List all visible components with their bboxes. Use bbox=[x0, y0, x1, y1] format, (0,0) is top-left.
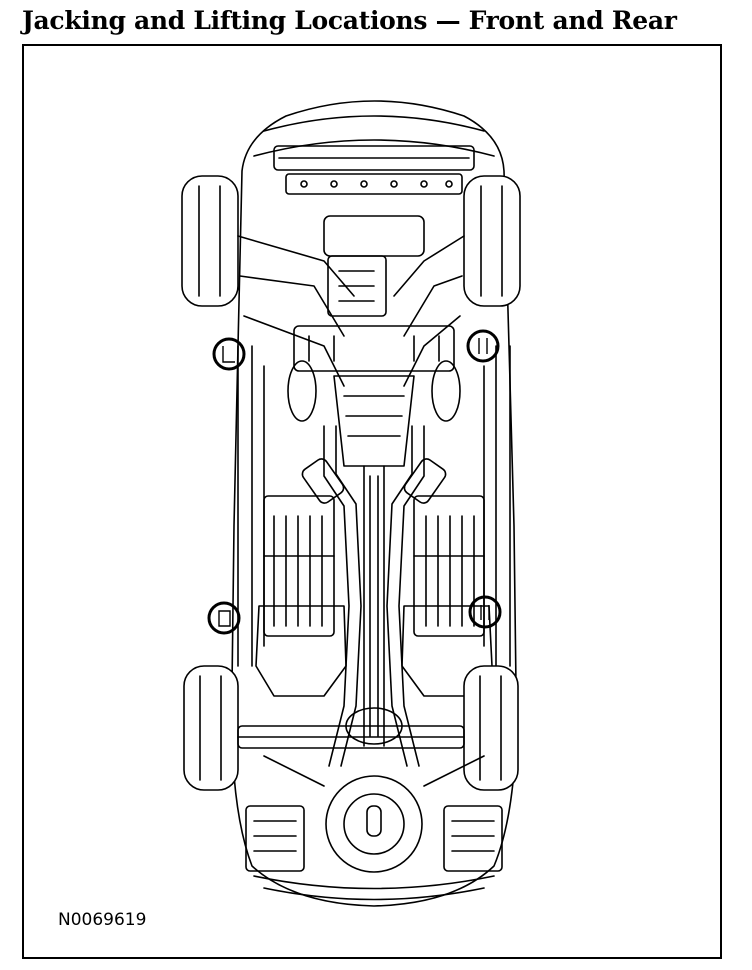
figure-reference-number: N0069619 bbox=[58, 910, 147, 930]
front-right-lift-point-marker bbox=[466, 329, 500, 363]
floor-pan-ribs bbox=[263, 495, 485, 637]
rear-left-tire bbox=[183, 665, 239, 791]
rear-right-lift-point-marker bbox=[468, 595, 502, 629]
diagram-frame: N0069619 bbox=[22, 44, 722, 959]
left-muffler bbox=[245, 805, 305, 872]
fuel-tank bbox=[255, 605, 347, 697]
front-right-tire bbox=[463, 175, 521, 307]
rear-left-lift-point-marker bbox=[207, 601, 241, 635]
page-title: Jacking and Lifting Locations — Front an… bbox=[22, 6, 677, 35]
right-muffler bbox=[443, 805, 503, 872]
front-left-lift-point-marker bbox=[212, 337, 246, 371]
spare-tire-well bbox=[325, 775, 423, 873]
front-left-tire bbox=[181, 175, 239, 307]
rear-right-tire bbox=[463, 665, 519, 791]
vehicle-underbody-drawing bbox=[181, 100, 521, 907]
